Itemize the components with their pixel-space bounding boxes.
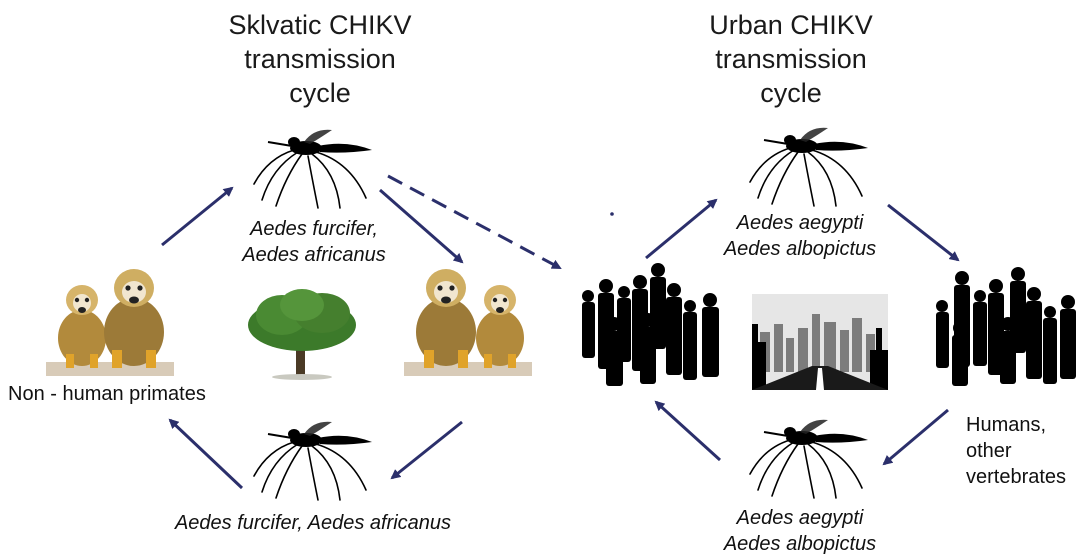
monkey-icon-left [46,258,174,376]
arrow-humans-to-urban-bottom-mosquito [884,410,948,464]
human-crowd-icon-left [578,262,726,388]
city-skyline-icon [752,294,888,390]
sylvatic-top-vector-line2: Aedes africanus [224,242,404,268]
humans-label-line2: other [966,438,1066,464]
arrow-primates-to-bottom-mosquito [392,422,462,478]
mosquito-icon-sylvatic-bottom [240,420,376,504]
mosquito-icon-urban-top [736,126,872,210]
humans-label: Humans, other vertebrates [966,412,1066,490]
mosquito-icon-sylvatic-top [240,128,376,212]
urban-bottom-vector-label: Aedes aegypti Aedes albopictus [700,505,900,557]
sylvatic-top-vector-line1: Aedes furcifer, [224,216,404,242]
arrow-bottom-mosquito-to-primates [170,420,242,488]
arrow-primates-to-top-mosquito [162,188,232,245]
mosquito-icon-urban-bottom [736,418,872,502]
urban-bottom-vector-line2: Aedes albopictus [700,531,900,557]
sylvatic-bottom-vector-label: Aedes furcifer, Aedes africanus [138,510,488,536]
human-crowd-icon-right [932,262,1080,388]
tree-icon [244,285,360,381]
urban-top-vector-line1: Aedes aegypti [700,210,900,236]
humans-label-line3: vertebrates [966,464,1066,490]
arrow-urban-bottom-mosquito-to-humans [656,402,720,460]
stray-dot [610,212,614,216]
urban-bottom-vector-line1: Aedes aegypti [700,505,900,531]
monkey-icon-right [404,258,532,376]
urban-top-vector-label: Aedes aegypti Aedes albopictus [700,210,900,262]
nonhuman-primates-label: Non - human primates [8,381,206,407]
urban-top-vector-line2: Aedes albopictus [700,236,900,262]
arrow-sylvatic-spillover [388,176,560,268]
humans-label-line1: Humans, [966,412,1066,438]
sylvatic-top-vector-label: Aedes furcifer, Aedes africanus [224,216,404,268]
